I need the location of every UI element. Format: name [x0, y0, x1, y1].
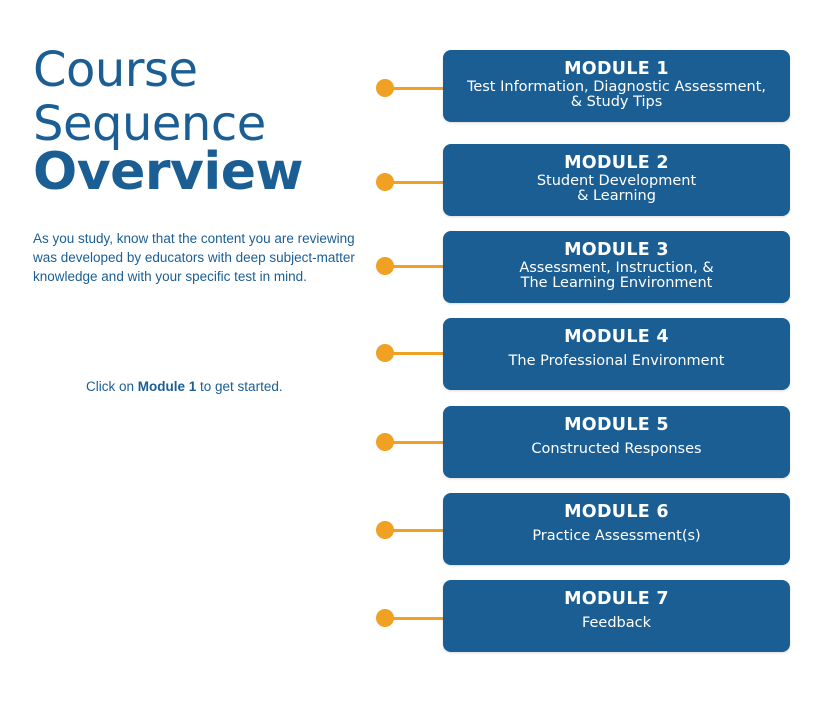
cta-prefix: Click on [86, 379, 138, 394]
module-subtitle: Practice Assessment(s) [532, 528, 701, 544]
title-course: Course [33, 42, 198, 98]
connector-4 [376, 344, 446, 362]
connector-line [386, 440, 446, 444]
module-title: MODULE 6 [564, 502, 669, 522]
intro-text: As you study, know that the content you … [33, 231, 355, 284]
connector-line [386, 616, 446, 620]
cta-suffix: to get started. [196, 379, 283, 394]
module-title: MODULE 3 [564, 240, 669, 260]
connector-2 [376, 173, 446, 191]
connector-dot-icon [376, 433, 394, 451]
connector-dot-icon [376, 521, 394, 539]
connector-line [386, 86, 446, 90]
module-2-button[interactable]: MODULE 2 Student Development & Learning [443, 144, 790, 216]
connector-line [386, 264, 446, 268]
connector-1 [376, 79, 446, 97]
module-7-button[interactable]: MODULE 7 Feedback [443, 580, 790, 652]
cta-module-1-link: Module 1 [137, 379, 197, 394]
module-title: MODULE 7 [564, 589, 669, 609]
connector-dot-icon [376, 79, 394, 97]
module-title: MODULE 1 [564, 59, 669, 79]
module-title: MODULE 4 [564, 327, 669, 347]
module-4-button[interactable]: MODULE 4 The Professional Environment [443, 318, 790, 390]
module-subtitle: Feedback [581, 615, 652, 631]
connector-dot-icon [376, 257, 394, 275]
module-subtitle: Constructed Responses [531, 441, 702, 457]
module-title: MODULE 5 [564, 415, 669, 435]
connector-dot-icon [376, 344, 394, 362]
module-6-button[interactable]: MODULE 6 Practice Assessment(s) [443, 493, 790, 565]
connector-line [386, 351, 446, 355]
title-sequence: Sequence [33, 96, 266, 152]
connector-line [386, 528, 446, 532]
module-subtitle: Test Information, Diagnostic Assessment,… [466, 79, 767, 110]
get-started-text: Click on Module 1 to get started. [86, 379, 283, 394]
connector-dot-icon [376, 609, 394, 627]
module-title: MODULE 2 [564, 153, 669, 173]
title-overview: Overview [33, 142, 304, 202]
module-3-button[interactable]: MODULE 3 Assessment, Instruction, & The … [443, 231, 790, 303]
connector-7 [376, 609, 446, 627]
module-subtitle: Student Development & Learning [536, 173, 697, 204]
module-1-button[interactable]: MODULE 1 Test Information, Diagnostic As… [443, 50, 790, 122]
module-subtitle: The Professional Environment [508, 353, 725, 369]
module-5-button[interactable]: MODULE 5 Constructed Responses [443, 406, 790, 478]
connector-6 [376, 521, 446, 539]
connector-dot-icon [376, 173, 394, 191]
connector-3 [376, 257, 446, 275]
connector-5 [376, 433, 446, 451]
connector-line [386, 180, 446, 184]
module-subtitle: Assessment, Instruction, & The Learning … [519, 260, 714, 291]
